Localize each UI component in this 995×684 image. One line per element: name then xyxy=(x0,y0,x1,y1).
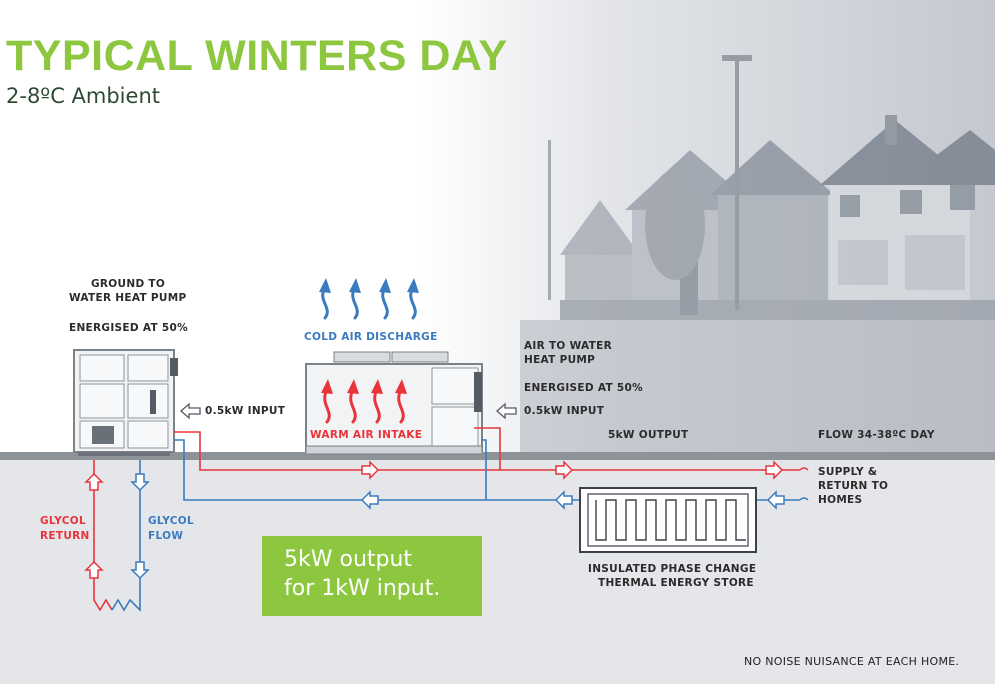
summary-text: 5kW output for 1kW input. xyxy=(284,545,440,603)
summary-line2: for 1kW input. xyxy=(284,576,441,601)
pipework xyxy=(93,427,800,612)
page-title: TYPICAL WINTERS DAY xyxy=(6,32,508,80)
glycol-return-line1: GLYCOL xyxy=(40,515,87,527)
warm-air-arrow xyxy=(323,388,331,424)
flow-label: FLOW 34-38ºC DAY xyxy=(818,429,935,441)
warm-air-arrow xyxy=(349,388,357,424)
air-heat-pump-unit xyxy=(305,351,483,455)
supply-label-line1: SUPPLY & xyxy=(818,466,878,478)
page-subtitle: 2-8ºC Ambient xyxy=(6,84,160,108)
thermal-store xyxy=(579,487,757,553)
glycol-arrows xyxy=(84,472,150,580)
flow-arrows-blue xyxy=(360,490,785,510)
footer-note: NO NOISE NUISANCE AT EACH HOME. xyxy=(744,655,960,668)
ground-pump-heading-line1: GROUND TO xyxy=(91,278,166,290)
supply-label-line3: HOMES xyxy=(818,494,863,506)
store-label-line1: INSULATED PHASE CHANGE xyxy=(588,563,757,575)
air-pump-input: 0.5kW INPUT xyxy=(524,405,605,417)
ground-pump-input: 0.5kW INPUT xyxy=(205,405,286,417)
input-arrows xyxy=(180,402,517,420)
glycol-flow-line2: FLOW xyxy=(148,530,184,542)
output-label: 5kW OUTPUT xyxy=(608,429,689,441)
summary-box: 5kW output for 1kW input. xyxy=(262,536,482,616)
glycol-flow-line1: GLYCOL xyxy=(148,515,195,527)
air-pump-heading-line2: HEAT PUMP xyxy=(524,354,596,366)
warm-air-intake-arrows xyxy=(321,379,407,424)
cold-air-discharge-label: COLD AIR DISCHARGE xyxy=(304,331,438,343)
store-label-line2: THERMAL ENERGY STORE xyxy=(598,577,754,589)
warm-air-intake-label: WARM AIR INTAKE xyxy=(310,429,423,441)
glycol-return-line2: RETURN xyxy=(40,530,90,542)
air-input-arrow-icon xyxy=(496,402,517,420)
ground-input-arrow-icon xyxy=(180,402,201,420)
summary-line1: 5kW output xyxy=(284,547,413,572)
ground-pump-heading-line2: WATER HEAT PUMP xyxy=(69,292,187,304)
warm-air-arrow xyxy=(373,388,381,424)
supply-label-line2: RETURN TO xyxy=(818,480,889,492)
air-pump-heading-line1: AIR TO WATER xyxy=(524,340,612,352)
air-pump-status: ENERGISED AT 50% xyxy=(524,382,643,394)
ground-pump-status: ENERGISED AT 50% xyxy=(69,322,188,334)
cold-air-discharge-arrows xyxy=(319,278,419,320)
ground-heat-pump-unit xyxy=(73,349,178,456)
flow-arrows-red xyxy=(361,460,784,480)
warm-air-arrow xyxy=(397,388,405,424)
